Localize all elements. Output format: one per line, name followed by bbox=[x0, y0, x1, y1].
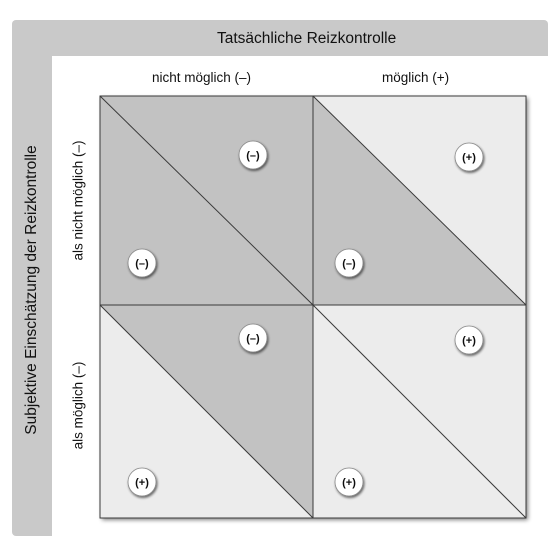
diagonal-bottom-right bbox=[312, 304, 527, 519]
column-label-not-possible: nicht möglich (–) bbox=[152, 70, 252, 85]
badge-top-right-upper: (+) bbox=[454, 142, 484, 172]
badge-bottom-right-upper-label: (+) bbox=[462, 335, 476, 347]
column-label-possible: möglich (+) bbox=[382, 70, 450, 85]
badge-top-left-lower: (–) bbox=[127, 248, 157, 278]
badge-bottom-left-lower-label: (+) bbox=[135, 477, 149, 489]
badge-top-left-upper-label: (–) bbox=[246, 150, 260, 162]
badge-bottom-right-lower-label: (+) bbox=[342, 477, 356, 489]
badge-top-right-lower: (–) bbox=[334, 248, 364, 278]
badge-top-right-upper-label: (+) bbox=[462, 152, 476, 164]
badge-bottom-right-lower: (+) bbox=[334, 467, 364, 497]
badge-bottom-left-upper: (–) bbox=[238, 323, 268, 353]
badge-top-left-lower-label: (–) bbox=[135, 258, 149, 270]
diagonal-top-left bbox=[99, 95, 314, 306]
badge-bottom-right-upper: (+) bbox=[454, 325, 484, 355]
top-header-band: Tatsächliche Reizkontrolle bbox=[12, 20, 548, 56]
badge-top-left-upper: (–) bbox=[238, 140, 268, 170]
diagonal-bottom-left bbox=[99, 304, 314, 519]
top-title: Tatsächliche Reizkontrolle bbox=[217, 30, 397, 47]
diagonal-top-right bbox=[312, 95, 527, 306]
badge-top-right-lower-label: (–) bbox=[342, 258, 356, 270]
badge-bottom-left-upper-label: (–) bbox=[246, 333, 260, 345]
badge-bottom-left-lower: (+) bbox=[127, 467, 157, 497]
